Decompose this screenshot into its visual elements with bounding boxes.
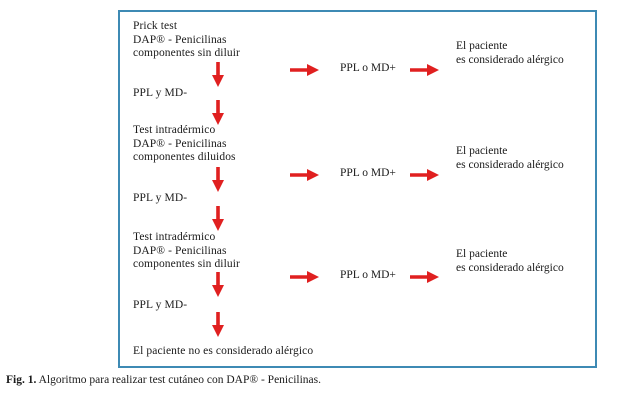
stage-3-negative-result: PPL y MD- [133,299,188,311]
stage-1-test-label: Prick test DAP® - Penicilinas componente… [133,20,240,61]
arrow-down-icon [210,100,226,126]
arrow-right-icon [410,62,440,78]
stage-2-outcome-line-2: es considerado alérgico [456,158,564,171]
stage-1-outcome-line-1: El paciente [456,40,508,52]
arrow-down-icon [210,206,226,232]
stage-3-line-3: componentes sin diluir [133,258,240,271]
arrow-right-icon [410,269,440,285]
arrow-right-icon [290,167,320,183]
stage-3-line-2: DAP® - Penicilinas [133,244,227,257]
final-outcome: El paciente no es considerado alérgico [133,345,314,357]
stage-2-line-3: componentes diluidos [133,151,236,164]
stage-1-line-3: componentes sin diluir [133,47,240,60]
algorithm-figure-box: Prick test DAP® - Penicilinas componente… [118,10,597,368]
stage-3-test-label: Test intradérmico DAP® - Penicilinas com… [133,231,240,272]
stage-2-test-label: Test intradérmico DAP® - Penicilinas com… [133,124,236,165]
stage-1-negative-result: PPL y MD- [133,87,188,99]
stage-3-outcome-line-2: es considerado alérgico [456,261,564,274]
stage-1-positive-result: PPL o MD+ [340,62,396,74]
stage-1-line-2: DAP® - Penicilinas [133,33,227,46]
arrow-right-icon [410,167,440,183]
stage-1-line-1: Prick test [133,20,178,32]
arrow-right-icon [290,269,320,285]
stage-2-line-1: Test intradérmico [133,124,216,136]
figure-caption: Fig. 1. Algoritmo para realizar test cut… [6,374,321,386]
stage-3-line-1: Test intradérmico [133,231,216,243]
stage-1-outcome: El paciente es considerado alérgico [456,40,564,67]
arrow-down-icon [210,167,226,193]
stage-2-negative-result: PPL y MD- [133,192,188,204]
stage-2-line-2: DAP® - Penicilinas [133,137,227,150]
arrow-right-icon [290,62,320,78]
stage-3-outcome: El paciente es considerado alérgico [456,248,564,275]
arrow-down-icon [210,62,226,88]
stage-2-outcome: El paciente es considerado alérgico [456,145,564,172]
figure-caption-text: Algoritmo para realizar test cutáneo con… [36,374,322,386]
stage-2-positive-result: PPL o MD+ [340,167,396,179]
stage-3-outcome-line-1: El paciente [456,248,508,260]
arrow-down-icon [210,312,226,338]
stage-2-outcome-line-1: El paciente [456,145,508,157]
stage-3-positive-result: PPL o MD+ [340,269,396,281]
stage-1-outcome-line-2: es considerado alérgico [456,53,564,66]
arrow-down-icon [210,272,226,298]
figure-caption-label: Fig. 1. [6,374,37,386]
